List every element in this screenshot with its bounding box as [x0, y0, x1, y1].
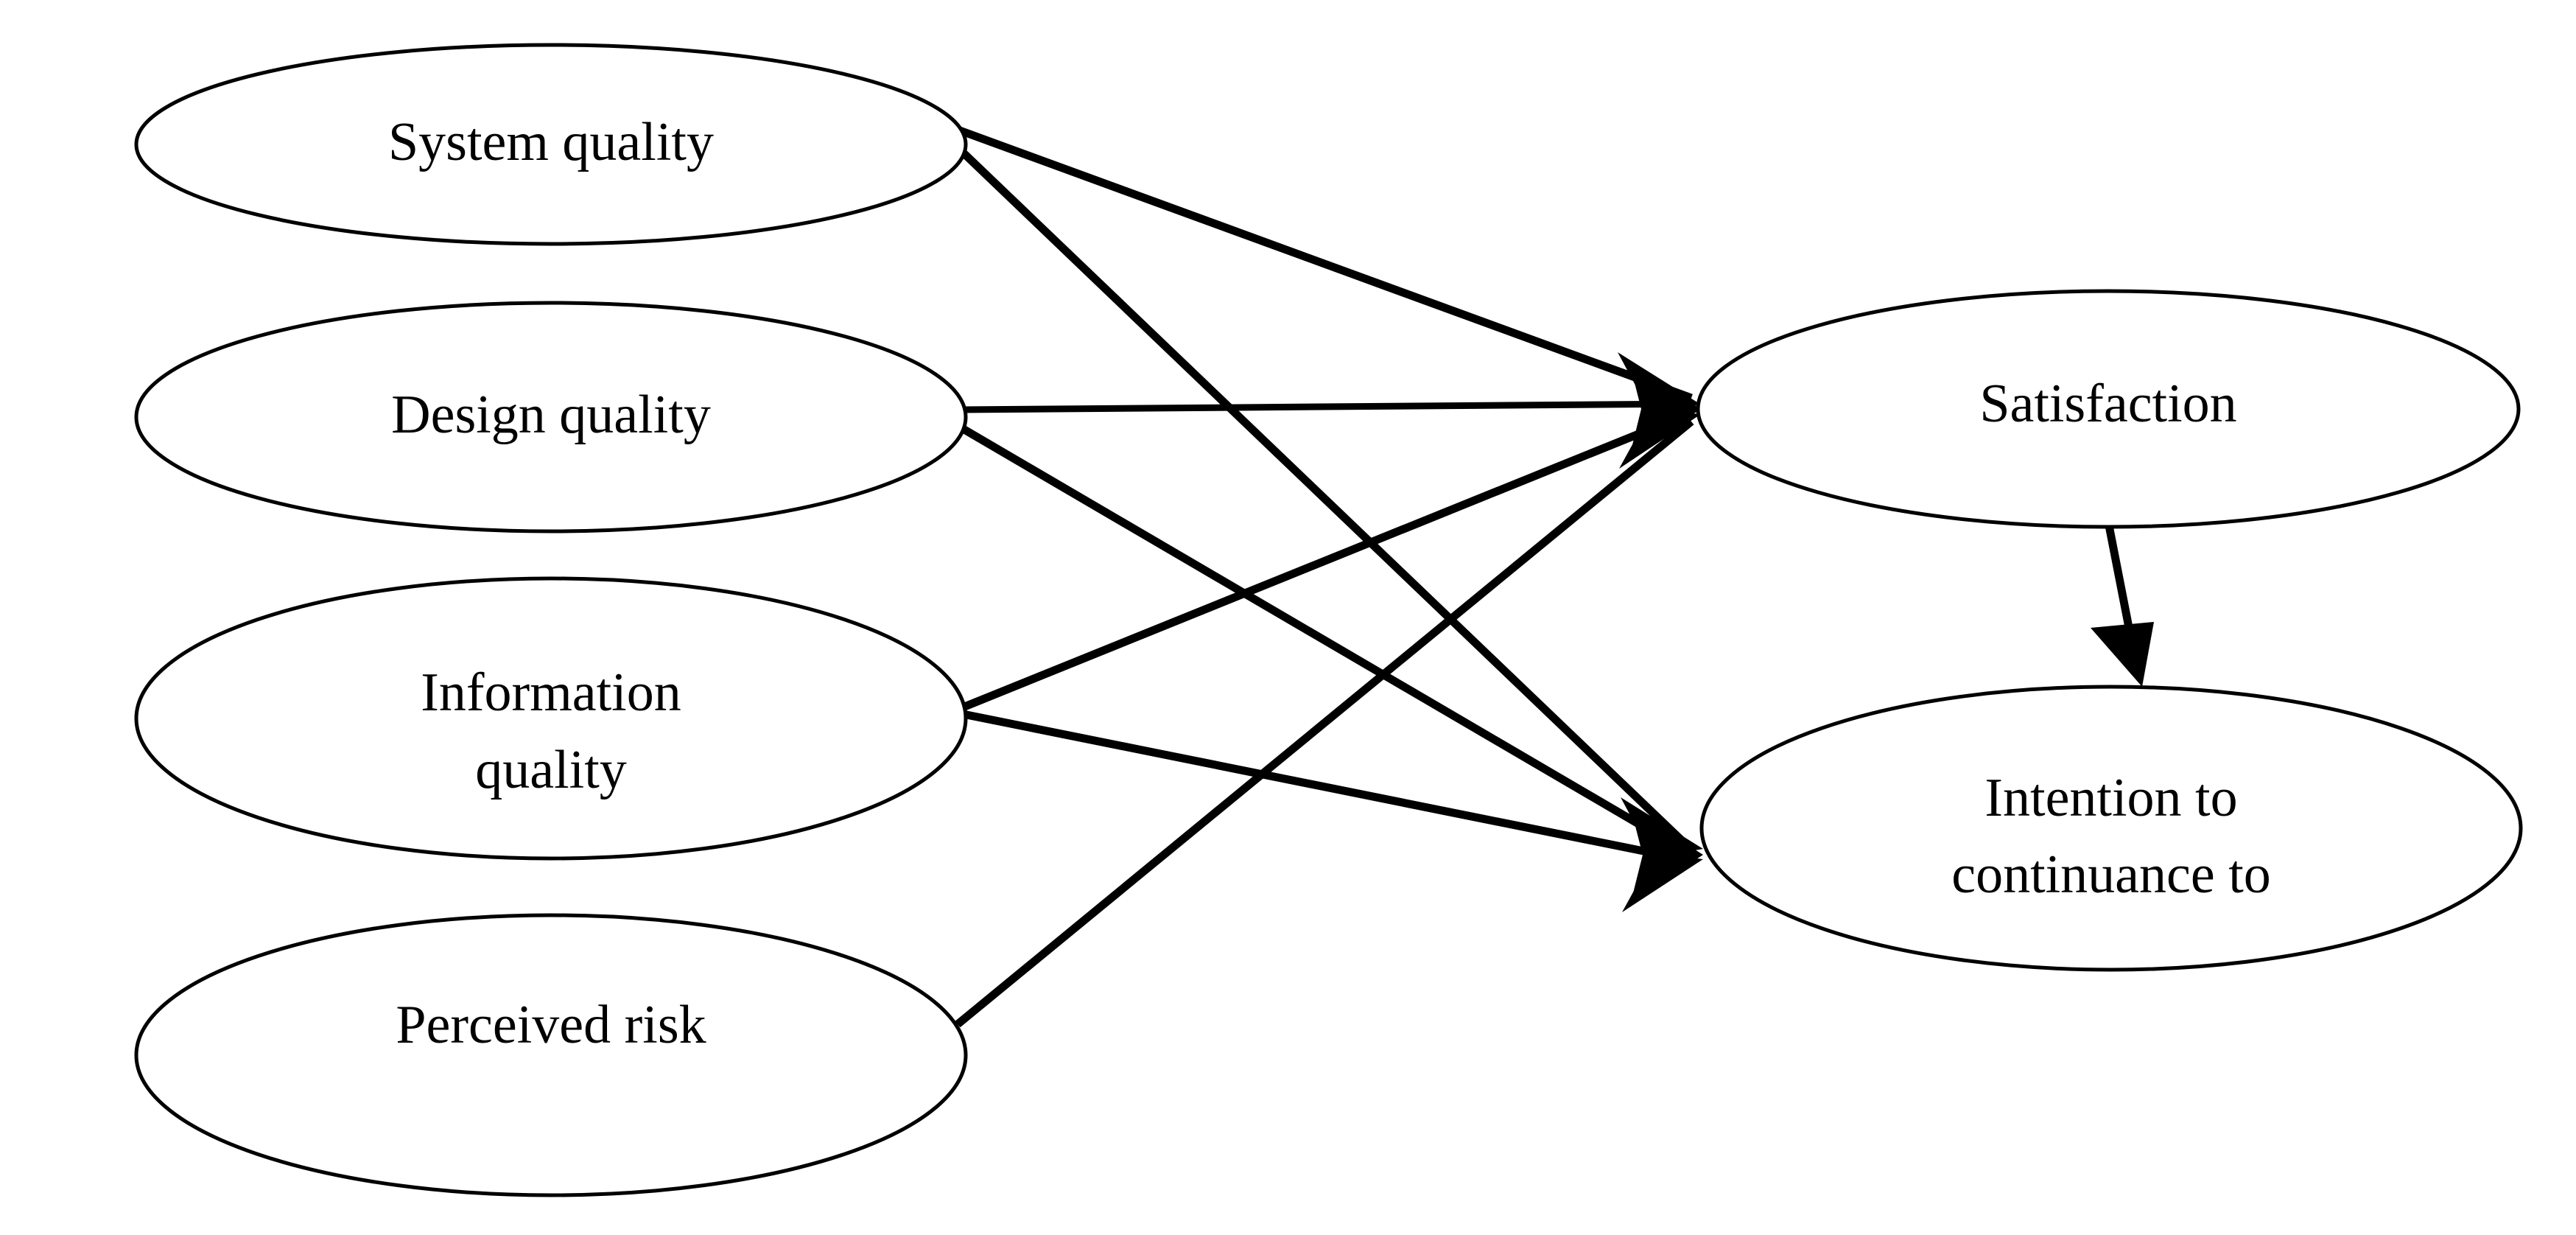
edge-layer [955, 125, 2143, 1028]
node-satisfaction[interactable]: Satisfaction [1696, 289, 2521, 529]
node-intention-to-continuance-to[interactable]: Intention to continuance to [1699, 685, 2523, 972]
edge-system-quality-to-satisfaction[interactable] [956, 125, 1693, 402]
arrowhead-into-intention-lower [1622, 853, 1703, 912]
edge-information-quality-to-satisfaction[interactable] [957, 408, 1694, 713]
label-design-quality: Design quality [391, 385, 711, 445]
label-satisfaction: Satisfaction [1979, 374, 2236, 434]
arrowhead-layer [1618, 352, 2154, 912]
node-information-quality[interactable]: Information quality [134, 576, 968, 861]
ellipse-intention-to-continuance-to[interactable] [1699, 685, 2523, 972]
label-perceived-risk: Perceived risk [396, 995, 706, 1055]
node-layer: System quality Design quality Informatio… [134, 43, 2523, 1197]
label-information-quality-line2: quality [475, 740, 627, 800]
label-intention-line1: Intention to [1984, 768, 2237, 828]
label-information-quality-line1: Information [421, 662, 681, 723]
arrowhead-into-satisfaction-lower [1619, 410, 1701, 469]
ellipse-information-quality[interactable] [134, 576, 968, 861]
edge-system-quality-to-intention[interactable] [955, 144, 1694, 853]
edge-information-quality-to-intention[interactable] [958, 709, 1693, 865]
arrowhead-into-intention-upper [1621, 797, 1703, 858]
ellipse-perceived-risk[interactable] [134, 913, 968, 1197]
edge-perceived-risk-to-satisfaction[interactable] [955, 418, 1694, 1028]
ellipse-system-quality[interactable] [134, 43, 968, 246]
ellipse-design-quality[interactable] [134, 301, 968, 533]
arrowhead-into-satisfaction-upper [1618, 352, 1701, 413]
node-perceived-risk[interactable]: Perceived risk [134, 913, 968, 1197]
node-system-quality[interactable]: System quality [134, 43, 968, 246]
label-system-quality: System quality [388, 112, 714, 172]
label-intention-line2: continuance to [1951, 844, 2271, 905]
node-design-quality[interactable]: Design quality [134, 301, 968, 533]
edge-design-quality-to-satisfaction[interactable] [960, 400, 1692, 413]
edge-design-quality-to-intention[interactable] [958, 424, 1694, 858]
arrowhead-satisfaction-to-intention [2091, 622, 2154, 687]
ellipse-satisfaction[interactable] [1696, 289, 2521, 529]
